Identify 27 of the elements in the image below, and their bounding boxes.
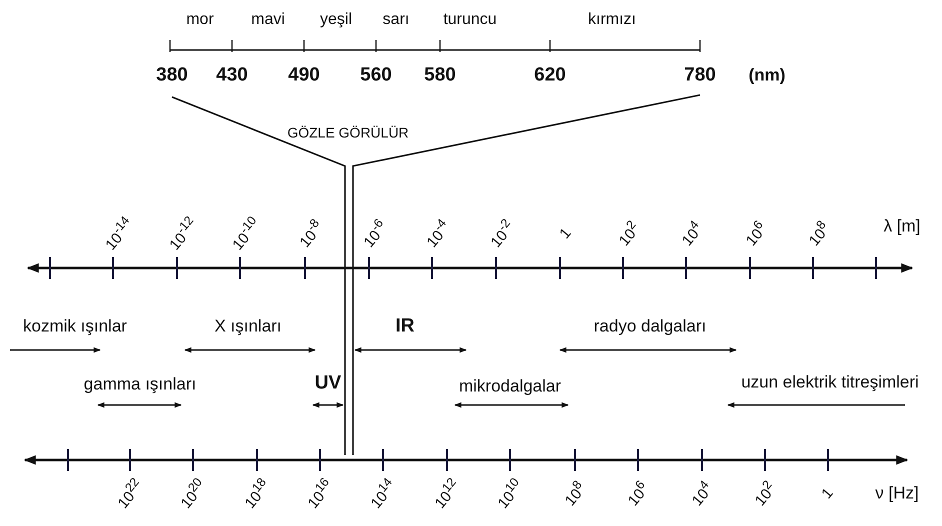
axis-label: λ [m] <box>884 218 920 236</box>
color-name: kırmızı <box>588 11 636 29</box>
region-label: gamma ışınları <box>84 376 196 394</box>
wavelength-value: 580 <box>424 66 456 86</box>
tick-label: 1 <box>557 226 575 242</box>
region-label: X ışınları <box>214 318 282 336</box>
wavelength-value: 780 <box>684 66 716 86</box>
tick-label: 1 <box>819 486 837 502</box>
wavelength-value: 620 <box>534 66 566 86</box>
region-label: mikrodalgalar <box>458 378 562 396</box>
visible-region-label: GÖZLE GÖRÜLÜR <box>287 125 409 141</box>
color-name: mavi <box>251 11 285 29</box>
wavelength-value: 430 <box>216 66 248 86</box>
region-label: IR <box>396 316 414 338</box>
region-label: UV <box>314 374 342 394</box>
color-name: mor <box>186 11 214 29</box>
color-name: sarı <box>382 11 410 29</box>
wavelength-value: 490 <box>288 66 320 86</box>
region-label: kozmik ışınlar <box>23 318 127 336</box>
color-name: yeşil <box>320 11 352 29</box>
color-name: turuncu <box>443 11 497 29</box>
wavelength-value: 380 <box>156 66 188 86</box>
region-label: uzun elektrik titreşimleri <box>741 374 919 392</box>
region-label: radyo dalgaları <box>594 318 706 336</box>
axis-label: ν [Hz] <box>875 484 919 504</box>
unit-label: (nm) <box>748 66 786 86</box>
wavelength-value: 560 <box>360 66 392 86</box>
